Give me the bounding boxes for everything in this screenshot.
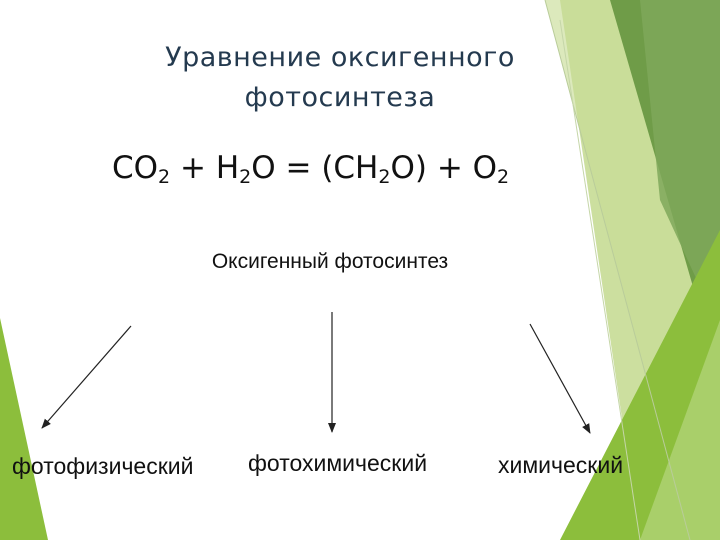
decor-left-corner: [0, 318, 48, 540]
diagram-title: Оксигенный фотосинтез: [211, 250, 449, 273]
equation-co-subscript: 2: [158, 166, 171, 188]
decor-thin-line-1: [544, 0, 691, 540]
equation-o-plus-o: O) + O: [390, 150, 498, 186]
decor-mid-triangle: [640, 0, 720, 330]
equation-plus-h: + H: [180, 150, 240, 186]
decor-lower-light: [640, 320, 720, 540]
slide-title-line1: Уравнение оксигенного: [165, 42, 515, 73]
branch-photochemical: фотохимический: [248, 450, 428, 476]
arrow-left: [41, 325, 132, 429]
equation-h-subscript: 2: [239, 166, 252, 188]
slide-title-line2: фотосинтеза: [244, 82, 436, 113]
branch-photophysical: фотофизический: [12, 453, 194, 479]
equation-o-equals-ch: O = (CH: [251, 150, 379, 186]
branch-chemical: химический: [498, 452, 624, 478]
arrow-right: [529, 323, 591, 434]
slide-title: Уравнение оксигенного фотосинтеза: [80, 38, 600, 118]
equation-ch-subscript: 2: [378, 166, 391, 188]
photosynthesis-equation: CO2 + H2O = (CH2O) + O2: [112, 146, 592, 190]
decor-thin-line-2: [559, 19, 641, 540]
equation-o-subscript: 2: [497, 166, 510, 188]
equation-co: CO: [112, 150, 159, 186]
